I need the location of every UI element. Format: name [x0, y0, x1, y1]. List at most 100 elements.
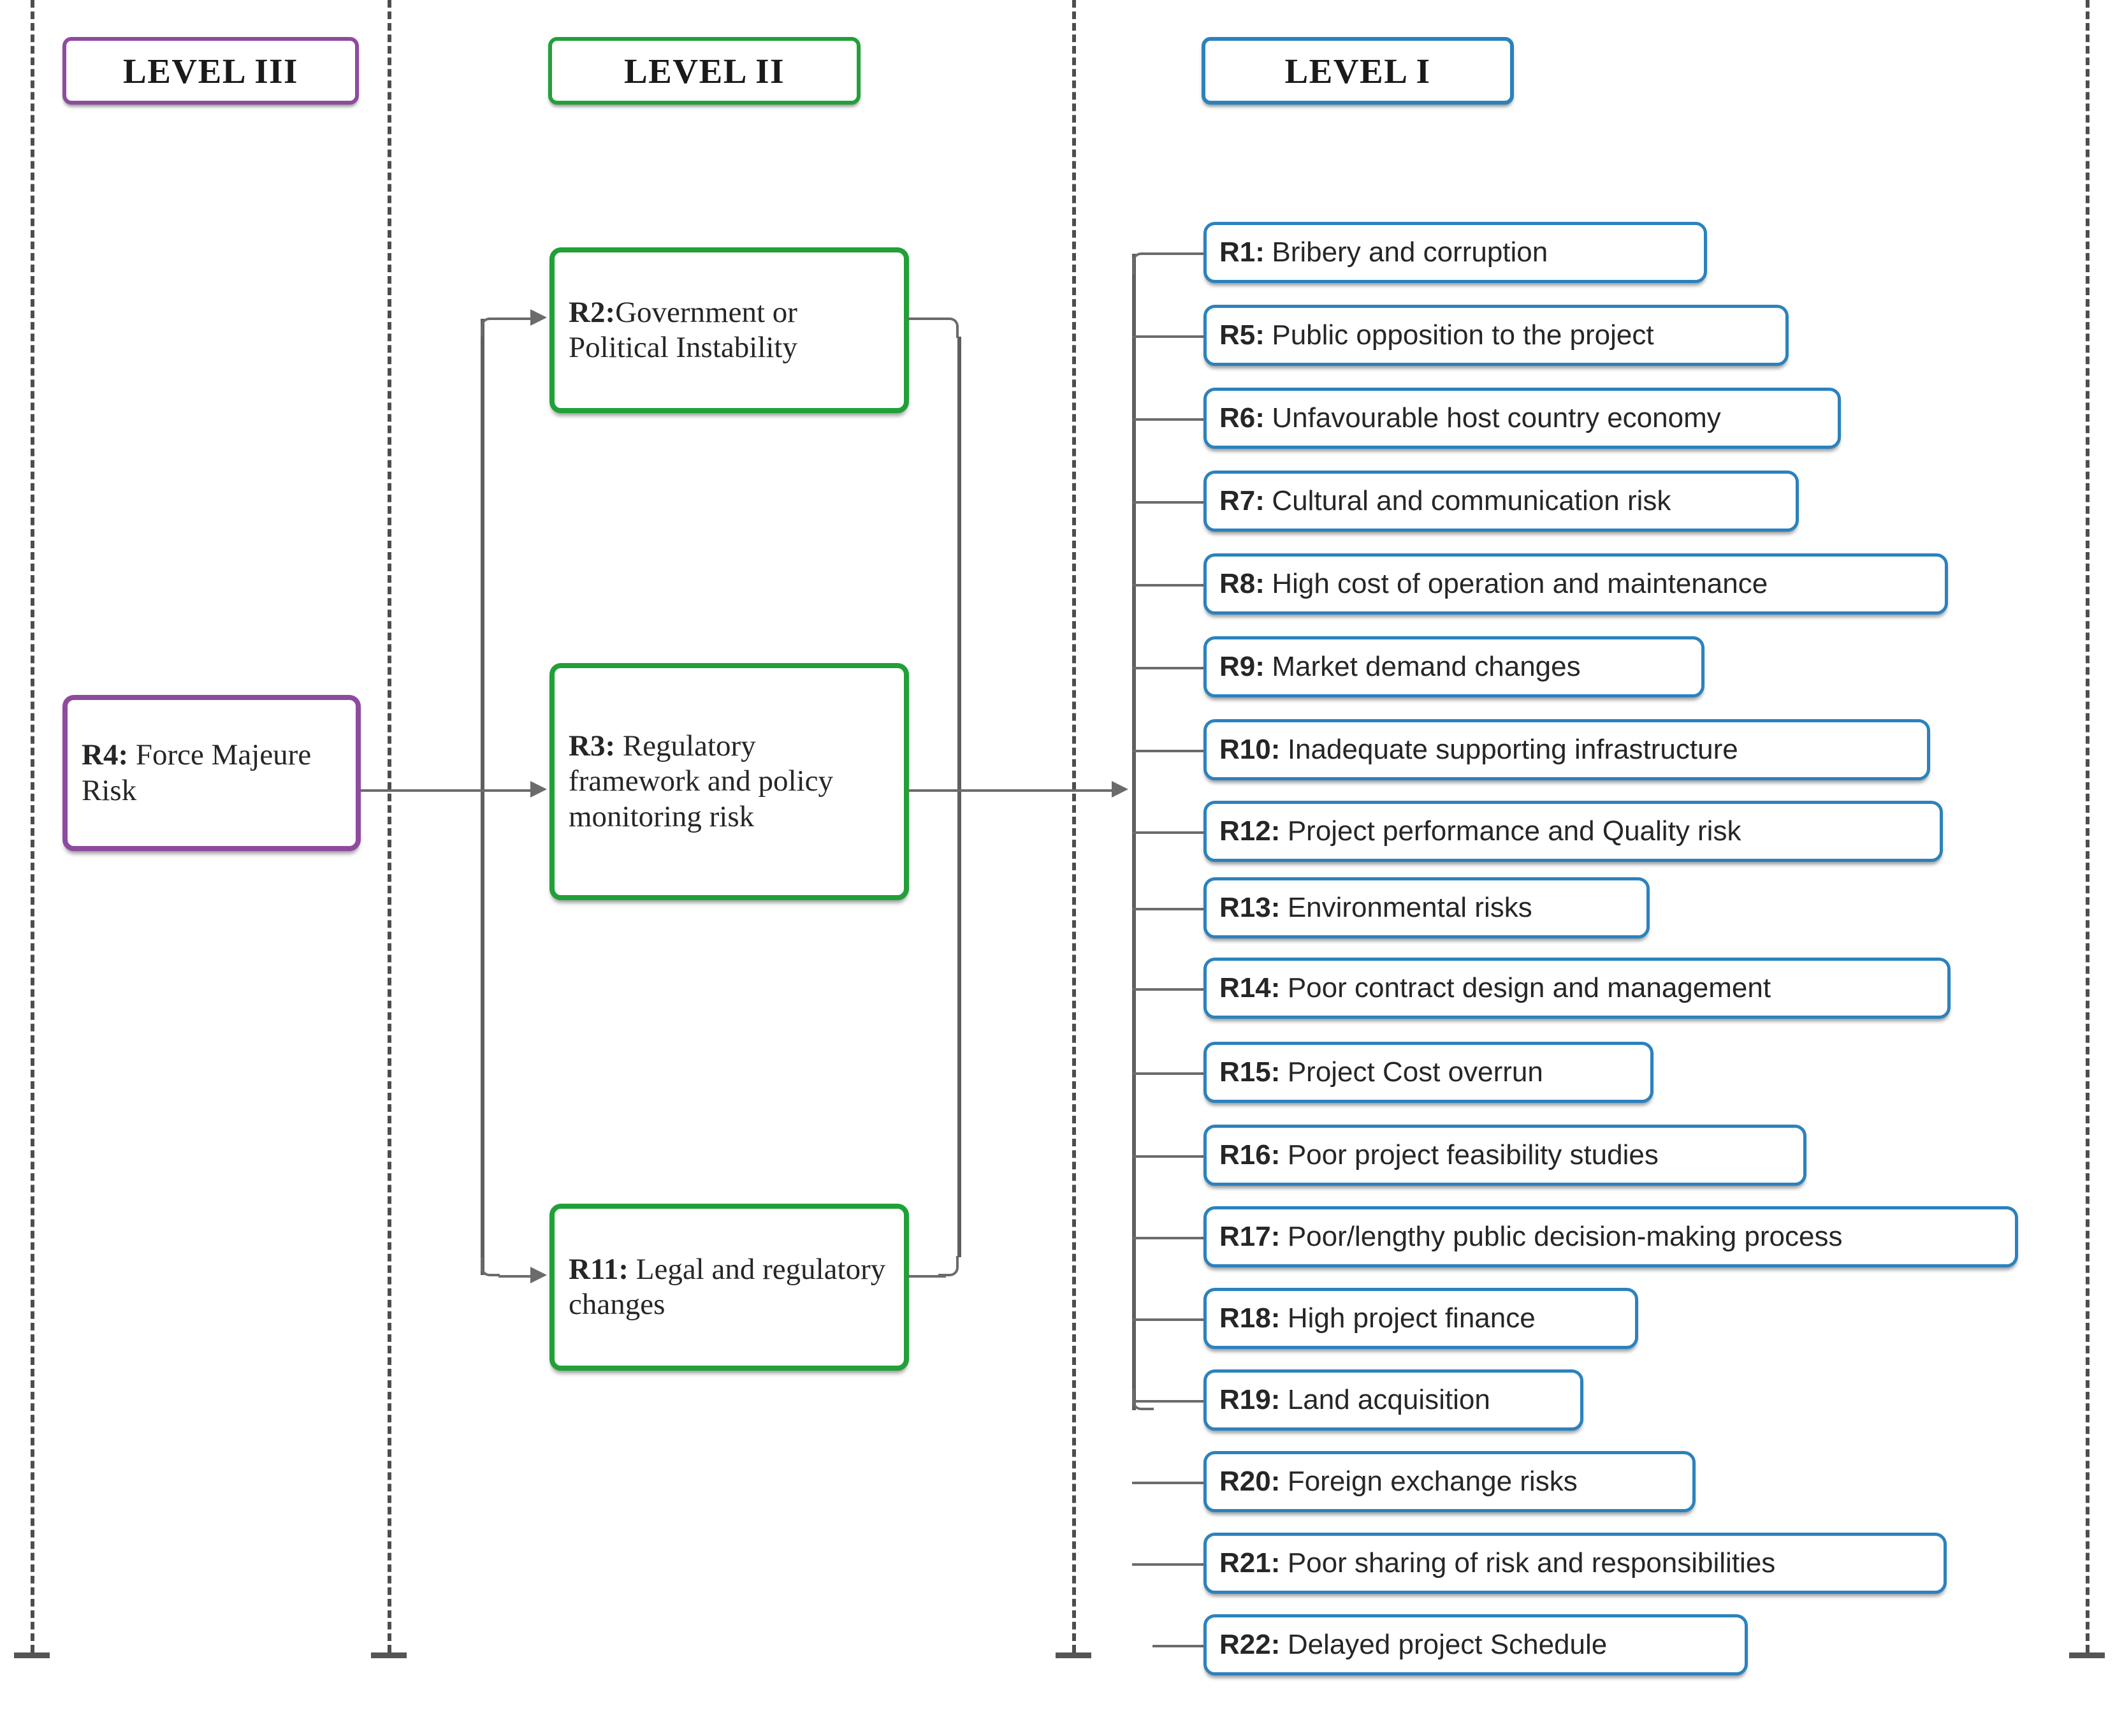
- leaf-r1[interactable]: R1:Bribery and corruption: [1203, 222, 1707, 283]
- leaf-r5-code: R5:: [1219, 319, 1265, 351]
- node-r4-label: Force Majeure Risk: [82, 738, 312, 807]
- divider-tick-right: [2069, 1652, 2105, 1658]
- wire-r11-out: [908, 1275, 946, 1278]
- node-r2-label: Government or Political Instability: [569, 295, 797, 364]
- arrow-to-r3: [530, 781, 547, 798]
- wire-l2-spine-top-corner: [481, 317, 500, 337]
- node-r3-label: Regulatory framework and policy monitori…: [569, 729, 834, 833]
- leaf-r18[interactable]: R18:High project finance: [1203, 1288, 1638, 1349]
- leaf-r15-label: Project Cost overrun: [1287, 1056, 1543, 1088]
- leaf-r8-code: R8:: [1219, 568, 1265, 599]
- wire-stub-r14: [1132, 988, 1205, 991]
- leaf-r7[interactable]: R7:Cultural and communication risk: [1203, 470, 1799, 532]
- leaf-r21[interactable]: R21:Poor sharing of risk and responsibil…: [1203, 1533, 1947, 1594]
- leaf-r22-label: Delayed project Schedule: [1287, 1629, 1608, 1660]
- leaf-r6-label: Unfavourable host country economy: [1272, 402, 1721, 434]
- arrow-to-r2: [530, 309, 547, 326]
- wire-r2-out: [908, 317, 946, 320]
- leaf-r20-label: Foreign exchange risks: [1287, 1466, 1578, 1497]
- wire-to-r3: [481, 789, 532, 792]
- divider-right: [2086, 0, 2089, 1652]
- wire-l2-merge-spine: [957, 337, 961, 1257]
- node-r4[interactable]: R4: Force Majeure Risk: [62, 695, 361, 851]
- leaf-r20-code: R20:: [1219, 1466, 1281, 1497]
- wire-stub-r9: [1132, 667, 1205, 669]
- leaf-r10[interactable]: R10:Inadequate supporting infrastructure: [1203, 719, 1930, 780]
- leaf-r22-code: R22:: [1219, 1629, 1281, 1660]
- leaf-r5[interactable]: R5:Public opposition to the project: [1203, 305, 1789, 366]
- leaf-r16-code: R16:: [1219, 1139, 1281, 1171]
- wire-to-r2: [498, 317, 532, 320]
- node-r11-label: Legal and regulatory changes: [569, 1252, 886, 1321]
- leaf-r19[interactable]: R19:Land acquisition: [1203, 1369, 1583, 1431]
- wire-stub-r15: [1132, 1072, 1205, 1075]
- wire-to-r11: [498, 1275, 532, 1278]
- leaf-r12-code: R12:: [1219, 815, 1281, 847]
- wire-stub-r10: [1132, 750, 1205, 752]
- leaf-r6-code: R6:: [1219, 402, 1265, 434]
- leaf-r10-label: Inadequate supporting infrastructure: [1287, 734, 1738, 765]
- divider-left: [31, 0, 34, 1652]
- leaf-r19-code: R19:: [1219, 1384, 1281, 1415]
- leaf-r21-code: R21:: [1219, 1547, 1281, 1579]
- wire-stub-r12: [1132, 831, 1205, 834]
- arrow-to-r11: [530, 1267, 547, 1283]
- node-r11[interactable]: R11: Legal and regulatory changes: [549, 1204, 909, 1371]
- node-r2-text: R2:Government or Political Instability: [569, 295, 894, 366]
- node-r4-text: R4: Force Majeure Risk: [82, 738, 345, 808]
- leaf-r1-code: R1:: [1219, 237, 1265, 268]
- wire-r2-corner: [938, 317, 959, 338]
- leaf-r5-label: Public opposition to the project: [1272, 319, 1654, 351]
- wire-stub-r16: [1132, 1155, 1205, 1158]
- node-r3-code: R3:: [569, 729, 616, 762]
- arrow-to-level1: [1112, 781, 1128, 798]
- node-r11-code: R11:: [569, 1252, 629, 1286]
- node-r2-code: R2:: [569, 295, 616, 329]
- leaf-r13[interactable]: R13:Environmental risks: [1203, 877, 1650, 938]
- leaf-r15-code: R15:: [1219, 1056, 1281, 1088]
- leaf-r16-label: Poor project feasibility studies: [1287, 1139, 1659, 1171]
- divider-tick-mid-1: [371, 1652, 407, 1658]
- leaf-r9-code: R9:: [1219, 651, 1265, 682]
- leaf-r18-code: R18:: [1219, 1302, 1281, 1334]
- wire-stub-r1: [1152, 252, 1205, 255]
- node-r2[interactable]: R2:Government or Political Instability: [549, 247, 909, 413]
- leaf-r10-code: R10:: [1219, 734, 1281, 765]
- node-r3[interactable]: R3: Regulatory framework and policy moni…: [549, 663, 909, 900]
- leaf-r17-code: R17:: [1219, 1221, 1281, 1252]
- leaf-r16[interactable]: R16:Poor project feasibility studies: [1203, 1125, 1806, 1186]
- level-header-level-1[interactable]: LEVEL I: [1202, 37, 1514, 105]
- leaf-r22[interactable]: R22:Delayed project Schedule: [1203, 1614, 1748, 1675]
- leaf-r13-code: R13:: [1219, 892, 1281, 923]
- leaf-r17-label: Poor/lengthy public decision-making proc…: [1287, 1221, 1843, 1252]
- wire-l2-spine: [481, 319, 484, 1275]
- wire-level1-spine-bottom-corner: [1132, 1389, 1154, 1410]
- wire-l2-spine-bottom-corner: [481, 1257, 500, 1276]
- leaf-r20[interactable]: R20:Foreign exchange risks: [1203, 1451, 1696, 1512]
- leaf-r12[interactable]: R12:Project performance and Quality risk: [1203, 801, 1943, 862]
- leaf-r14[interactable]: R14:Poor contract design and management: [1203, 958, 1951, 1019]
- wire-merge-to-level1: [908, 789, 1116, 792]
- wire-stub-r17: [1132, 1237, 1205, 1239]
- leaf-r1-label: Bribery and corruption: [1272, 237, 1548, 268]
- divider-tick-mid-2: [1056, 1652, 1091, 1658]
- level-header-level-2[interactable]: LEVEL II: [548, 37, 861, 105]
- wire-r4-out: [361, 789, 482, 792]
- divider-tick-left: [14, 1652, 50, 1658]
- wire-stub-r19: [1132, 1400, 1205, 1403]
- leaf-r17[interactable]: R17:Poor/lengthy public decision-making …: [1203, 1206, 2018, 1267]
- leaf-r13-label: Environmental risks: [1287, 892, 1532, 923]
- leaf-r8[interactable]: R8:High cost of operation and maintenanc…: [1203, 553, 1948, 615]
- level-header-level-3[interactable]: LEVEL III: [62, 37, 359, 105]
- leaf-r14-label: Poor contract design and management: [1287, 972, 1771, 1003]
- wire-stub-r18: [1132, 1318, 1205, 1321]
- wire-stub-r22: [1152, 1645, 1205, 1647]
- leaf-r6[interactable]: R6:Unfavourable host country economy: [1203, 388, 1841, 449]
- leaf-r9[interactable]: R9:Market demand changes: [1203, 636, 1704, 697]
- leaf-r15[interactable]: R15:Project Cost overrun: [1203, 1042, 1653, 1103]
- leaf-r8-label: High cost of operation and maintenance: [1272, 568, 1768, 599]
- wire-stub-r7: [1132, 501, 1205, 504]
- wire-stub-r20: [1132, 1482, 1205, 1484]
- leaf-r9-label: Market demand changes: [1272, 651, 1581, 682]
